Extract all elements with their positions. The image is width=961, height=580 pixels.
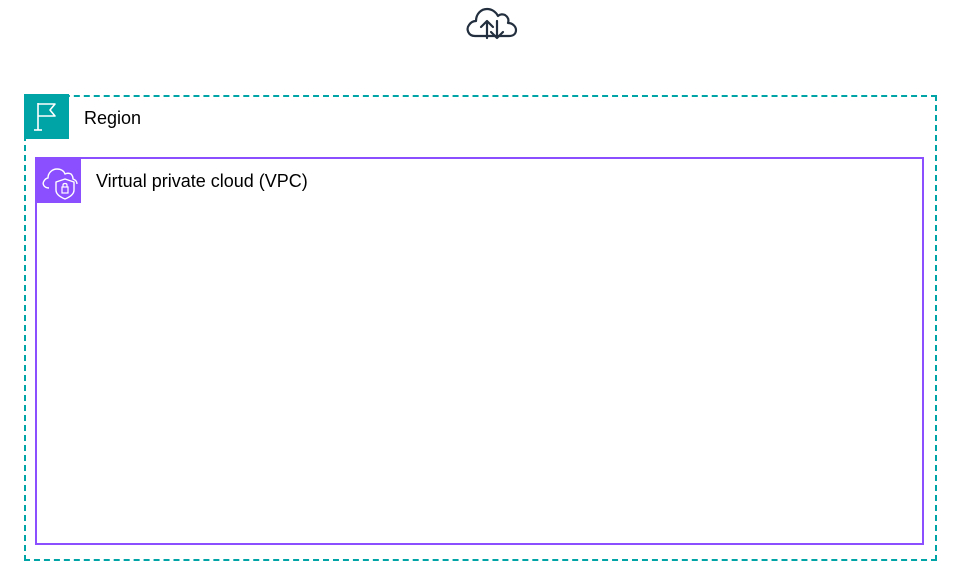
vpc-group xyxy=(35,157,924,545)
region-group xyxy=(24,95,937,561)
cloud-upload-download-icon xyxy=(465,4,519,40)
vpc-label: Virtual private cloud (VPC) xyxy=(96,171,308,191)
region-flag-icon xyxy=(24,94,69,139)
region-label: Region xyxy=(84,108,142,128)
vpc-cloud-shield-icon xyxy=(36,158,81,203)
